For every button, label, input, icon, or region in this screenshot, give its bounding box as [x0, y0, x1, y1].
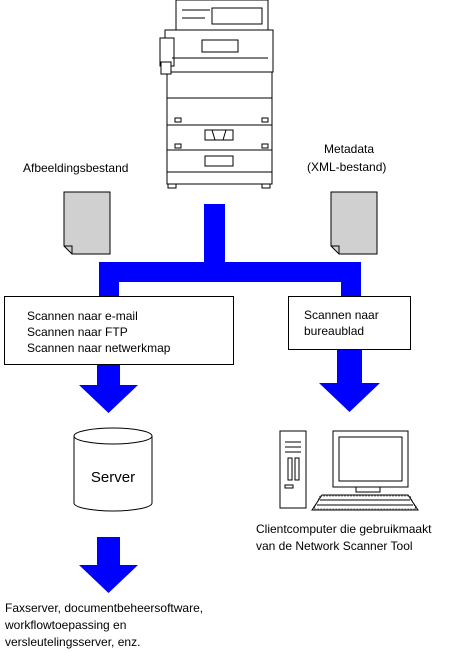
- printer-icon: [159, 0, 274, 189]
- server-icon: [73, 427, 153, 512]
- scan-to-desktop-box: Scannen naar bureaublad: [288, 296, 411, 350]
- down-arrow-icon: [79, 537, 138, 593]
- server-label: Server: [90, 469, 136, 486]
- metadata-label: Metadata: [324, 142, 375, 156]
- scan-to-network-folder-text: Scannen naar netwerkmap: [27, 341, 171, 355]
- bottom-caption-line3: versleutelingsserver, enz.: [5, 635, 141, 649]
- bottom-caption-line2: workflowtoepassing en: [5, 618, 127, 632]
- bottom-caption-line1: Faxserver, documentbeheersoftware,: [5, 601, 204, 615]
- scan-to-network-box: Scannen naar e-mail Scannen naar FTP Sca…: [4, 296, 234, 365]
- scan-to-desktop-line1: Scannen naar: [304, 308, 379, 322]
- flow-connector: [99, 204, 361, 298]
- metadata-format-label: (XML-bestand): [307, 160, 387, 174]
- scan-to-email-text: Scannen naar e-mail: [27, 309, 138, 323]
- client-computer-icon: [279, 430, 419, 511]
- metadata-document-icon: [330, 191, 378, 255]
- scan-to-desktop-line2: bureaublad: [304, 324, 365, 338]
- down-arrow-icon: [319, 350, 380, 412]
- scan-to-ftp-text: Scannen naar FTP: [27, 325, 128, 339]
- image-file-document-icon: [63, 191, 111, 255]
- image-file-label: Afbeeldingsbestand: [23, 161, 129, 175]
- down-arrow-icon: [79, 365, 138, 413]
- client-caption-line1: Clientcomputer die gebruikmaakt: [256, 522, 432, 536]
- client-caption-line2: van de Network Scanner Tool: [256, 539, 413, 553]
